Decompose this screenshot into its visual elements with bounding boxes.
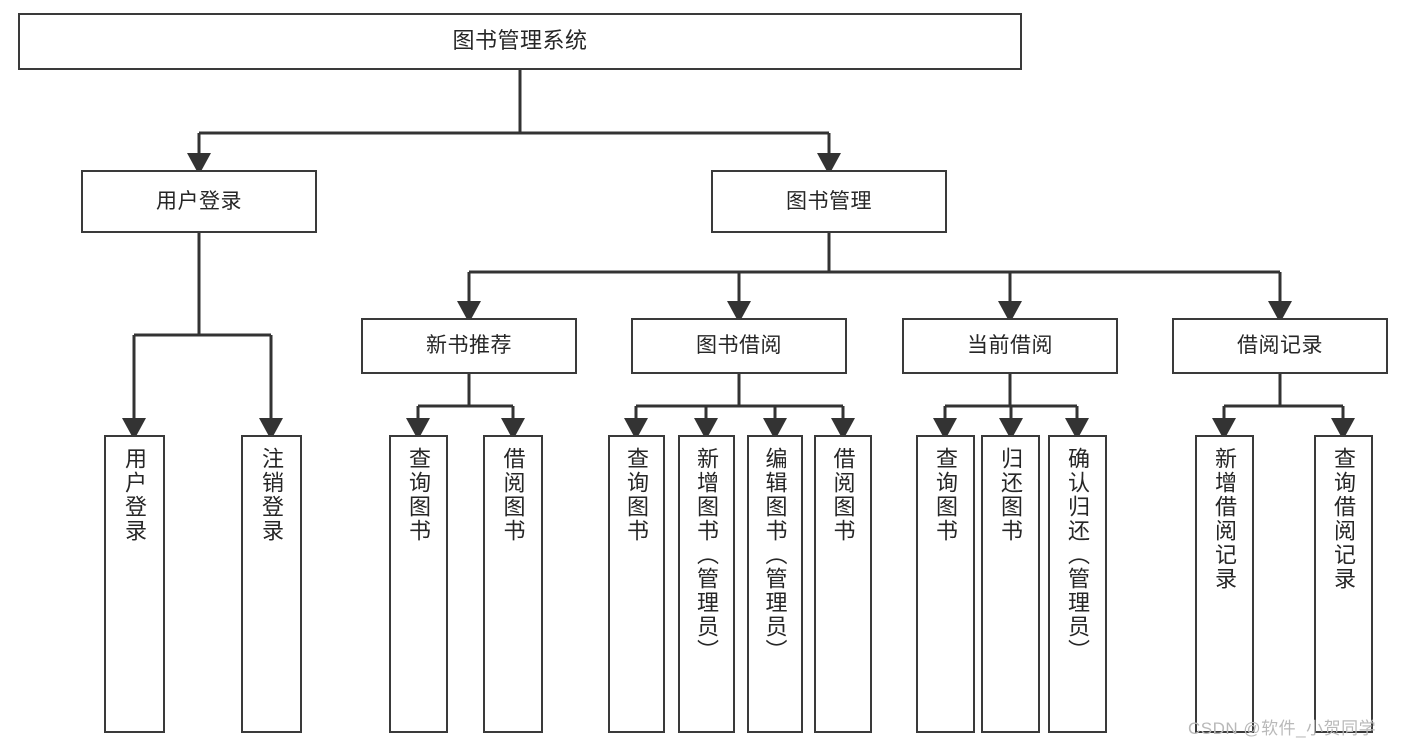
leaf-current-confirm-return-admin[interactable]: 确认归还（管理员） xyxy=(1048,435,1107,733)
leaf-user-login[interactable]: 用户登录 xyxy=(104,435,165,733)
node-user-login-label: 用户登录 xyxy=(156,189,242,213)
node-book-borrowing[interactable]: 图书借阅 xyxy=(631,318,847,374)
leaf-new-books-borrow-book[interactable]: 借阅图书 xyxy=(483,435,543,733)
leaf-current-return-book-label: 归还图书 xyxy=(998,447,1024,543)
leaf-borrow-add-book-admin-label: 新增图书（管理员） xyxy=(694,447,720,663)
leaf-user-logout[interactable]: 注销登录 xyxy=(241,435,302,733)
leaf-user-login-label: 用户登录 xyxy=(122,447,148,543)
leaf-records-query-record-label: 查询借阅记录 xyxy=(1331,447,1357,591)
leaf-current-return-book[interactable]: 归还图书 xyxy=(981,435,1040,733)
leaf-current-confirm-return-admin-label: 确认归还（管理员） xyxy=(1065,447,1091,663)
node-book-management-label: 图书管理 xyxy=(786,189,872,213)
node-borrowing-records[interactable]: 借阅记录 xyxy=(1172,318,1388,374)
watermark: CSDN @软件_小贺同学 xyxy=(1188,719,1377,738)
leaf-current-query-book[interactable]: 查询图书 xyxy=(916,435,975,733)
leaf-borrow-query-book[interactable]: 查询图书 xyxy=(608,435,665,733)
node-root-label: 图书管理系统 xyxy=(452,28,588,54)
node-user-login[interactable]: 用户登录 xyxy=(81,170,317,233)
node-current-borrowing[interactable]: 当前借阅 xyxy=(902,318,1118,374)
leaf-borrow-edit-book-admin-label: 编辑图书（管理员） xyxy=(762,447,788,663)
node-new-book-recommendation[interactable]: 新书推荐 xyxy=(361,318,577,374)
node-root[interactable]: 图书管理系统 xyxy=(18,13,1022,70)
leaf-new-books-query-book-label: 查询图书 xyxy=(406,447,432,543)
leaf-new-books-query-book[interactable]: 查询图书 xyxy=(389,435,448,733)
node-book-management[interactable]: 图书管理 xyxy=(711,170,947,233)
node-current-borrowing-label: 当前借阅 xyxy=(967,334,1053,358)
leaf-borrow-borrow-book[interactable]: 借阅图书 xyxy=(814,435,872,733)
node-book-borrowing-label: 图书借阅 xyxy=(696,334,782,358)
node-new-book-recommendation-label: 新书推荐 xyxy=(426,334,512,358)
leaf-user-logout-label: 注销登录 xyxy=(259,447,285,543)
leaf-records-query-record[interactable]: 查询借阅记录 xyxy=(1314,435,1373,733)
leaf-current-query-book-label: 查询图书 xyxy=(933,447,959,543)
leaf-new-books-borrow-book-label: 借阅图书 xyxy=(500,447,526,543)
leaf-borrow-query-book-label: 查询图书 xyxy=(624,447,650,543)
leaf-records-add-record[interactable]: 新增借阅记录 xyxy=(1195,435,1254,733)
leaf-borrow-edit-book-admin[interactable]: 编辑图书（管理员） xyxy=(747,435,803,733)
leaf-records-add-record-label: 新增借阅记录 xyxy=(1212,447,1238,591)
leaf-borrow-add-book-admin[interactable]: 新增图书（管理员） xyxy=(678,435,735,733)
leaf-borrow-borrow-book-label: 借阅图书 xyxy=(830,447,856,543)
node-borrowing-records-label: 借阅记录 xyxy=(1237,334,1323,358)
